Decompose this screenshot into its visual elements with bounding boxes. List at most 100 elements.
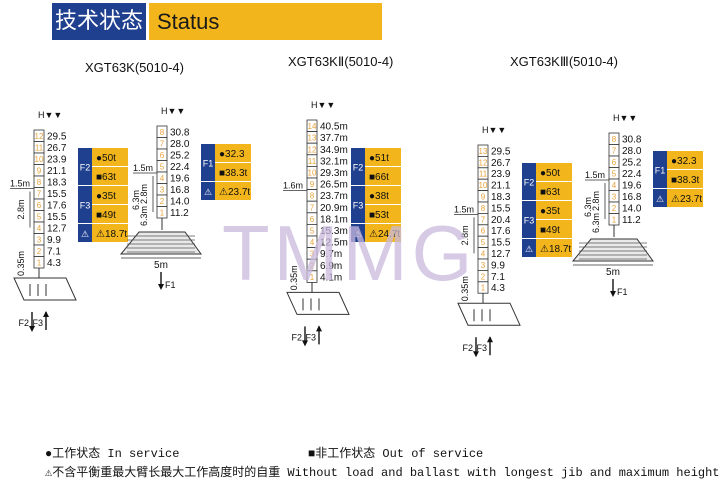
mast-number-4-7: 1 bbox=[612, 216, 617, 225]
mast-height-3-10: 9.9 bbox=[491, 260, 505, 271]
force-label-2-0: F2 bbox=[291, 332, 302, 342]
dim-section-4: 1.5m bbox=[585, 170, 605, 180]
mast-height-2-4: 29.3m bbox=[320, 168, 348, 179]
dim-height-4: 6.3m bbox=[583, 197, 593, 217]
force-head-0-1 bbox=[43, 311, 49, 317]
mast-number-1-5: 3 bbox=[160, 186, 165, 195]
base-dim-1: 5m bbox=[154, 260, 168, 271]
weight-cell-4-0 bbox=[667, 151, 703, 169]
force-head-2-1 bbox=[316, 325, 322, 332]
weight-value-4-2: ⚠23.7t bbox=[671, 194, 702, 205]
group-cell-2-F3 bbox=[351, 186, 365, 223]
mast-number-2-4: 10 bbox=[308, 169, 317, 178]
group-cell-3-F3 bbox=[522, 201, 536, 238]
group-label-0-F3: F3 bbox=[80, 201, 91, 211]
mast-number-0-4: 8 bbox=[37, 178, 42, 187]
mast-number-0-9: 3 bbox=[37, 236, 42, 245]
mast-number-2-12: 2 bbox=[310, 261, 315, 270]
weight-sym-cell-1-2 bbox=[201, 182, 215, 200]
model-label-xgt63k-2: XGT63KⅡ(5010-4) bbox=[288, 54, 394, 69]
mast-number-0-10: 2 bbox=[37, 247, 42, 256]
mast-number-2-9: 5 bbox=[310, 227, 315, 236]
mast-height-2-13: 4.1m bbox=[320, 272, 342, 283]
height-marker-1: H▼▼ bbox=[161, 106, 185, 116]
mast-number-0-0: 12 bbox=[35, 132, 44, 141]
mast-height-2-3: 32.1m bbox=[320, 156, 348, 167]
travel-base-3 bbox=[457, 302, 521, 326]
height-marker-2: H▼▼ bbox=[311, 100, 335, 110]
mast-height-2-8: 18.1m bbox=[320, 214, 348, 225]
warning-icon-1-2: ⚠ bbox=[204, 187, 212, 197]
mast-height-4-1: 28.0 bbox=[622, 146, 642, 157]
mast-number-2-13: 1 bbox=[310, 273, 315, 282]
mast-height-3-5: 15.5 bbox=[491, 203, 511, 214]
mast-number-0-3: 9 bbox=[37, 167, 42, 176]
force-label-3-0: F2 bbox=[462, 343, 473, 353]
mast-number-4-3: 5 bbox=[612, 170, 617, 179]
force-head-1-0 bbox=[158, 284, 164, 290]
mast-number-3-3: 10 bbox=[479, 181, 488, 190]
weight-value-2-2: ●38t bbox=[369, 191, 389, 202]
mast-height-0-9: 9.9 bbox=[47, 235, 61, 246]
dim-upper-0: 2.8m bbox=[16, 199, 26, 219]
mast-number-0-1: 11 bbox=[35, 144, 44, 153]
force-head-0-0 bbox=[29, 326, 35, 332]
dim-lower-2: 0.35m bbox=[289, 265, 299, 290]
mast-height-0-6: 17.6 bbox=[47, 201, 67, 212]
mast-number-3-10: 3 bbox=[481, 261, 486, 270]
weight-value-2-1: ■66t bbox=[369, 172, 389, 183]
travel-base-0 bbox=[13, 277, 77, 301]
mast-number-4-6: 2 bbox=[612, 204, 617, 213]
mast-number-2-8: 6 bbox=[310, 215, 315, 224]
warning-icon-0-4: ⚠ bbox=[81, 229, 89, 239]
weight-sym-cell-0-4 bbox=[78, 224, 92, 242]
force-head-2-0 bbox=[302, 340, 308, 347]
dim-upper-1: 2.8m bbox=[139, 184, 149, 204]
mast-number-3-1: 12 bbox=[479, 158, 488, 167]
mast-height-3-8: 15.5 bbox=[491, 238, 511, 249]
mast-height-4-0: 30.8 bbox=[622, 135, 642, 146]
weight-value-3-2: ●35t bbox=[540, 206, 560, 217]
mast-number-4-0: 8 bbox=[612, 135, 617, 144]
weight-value-3-4: ⚠18.7t bbox=[540, 244, 571, 255]
fixed-base-1 bbox=[119, 231, 202, 255]
mast-height-2-1: 37.7m bbox=[320, 133, 348, 144]
group-label-3-F3: F3 bbox=[524, 216, 535, 226]
mast-height-0-4: 18.3 bbox=[47, 178, 67, 189]
group-label-2-F3: F3 bbox=[353, 201, 364, 211]
mast-number-0-11: 1 bbox=[37, 259, 42, 268]
mast-height-2-9: 15.3m bbox=[320, 226, 348, 237]
weight-value-3-1: ■63t bbox=[540, 187, 560, 198]
mast-number-2-5: 9 bbox=[310, 180, 315, 189]
weight-cell-2-3 bbox=[365, 205, 401, 223]
weight-cell-0-3 bbox=[92, 205, 128, 223]
weight-sym-cell-4-2 bbox=[653, 189, 667, 207]
mast-height-1-5: 16.8 bbox=[170, 185, 190, 196]
weight-value-1-1: ■38.3t bbox=[219, 168, 248, 179]
watermark: TMMG bbox=[222, 209, 477, 297]
weight-cell-2-4 bbox=[365, 224, 401, 242]
group-cell-1-F1 bbox=[201, 144, 215, 181]
force-label-2-1: F3 bbox=[305, 332, 316, 342]
mast-height-0-3: 21.1 bbox=[47, 166, 67, 177]
dim-upper-3: 2.8m bbox=[460, 225, 470, 245]
mast-height-1-2: 25.2 bbox=[170, 151, 190, 162]
mast-number-0-8: 4 bbox=[37, 224, 42, 233]
force-head-3-0 bbox=[473, 351, 479, 358]
title-en: Status bbox=[149, 3, 382, 40]
mast-height-1-0: 30.8 bbox=[170, 128, 190, 139]
weight-cell-0-1 bbox=[92, 167, 128, 185]
legend-self-weight: ⚠不含平衡重最大臂长最大工作高度时的自重 Without load and ba… bbox=[45, 463, 720, 480]
mast-number-3-12: 1 bbox=[481, 284, 486, 293]
force-head-3-1 bbox=[487, 336, 493, 343]
base-dim-4: 5m bbox=[606, 267, 620, 278]
mast-height-0-10: 7.1 bbox=[47, 247, 61, 258]
weight-value-2-3: ■53t bbox=[369, 210, 389, 221]
mast-number-1-2: 6 bbox=[160, 151, 165, 160]
mast-number-0-2: 10 bbox=[35, 155, 44, 164]
force-label-1-0: F1 bbox=[165, 280, 176, 290]
mast-number-2-0: 14 bbox=[308, 122, 317, 131]
mast-height-3-9: 12.7 bbox=[491, 249, 511, 260]
title-separator bbox=[146, 3, 149, 40]
